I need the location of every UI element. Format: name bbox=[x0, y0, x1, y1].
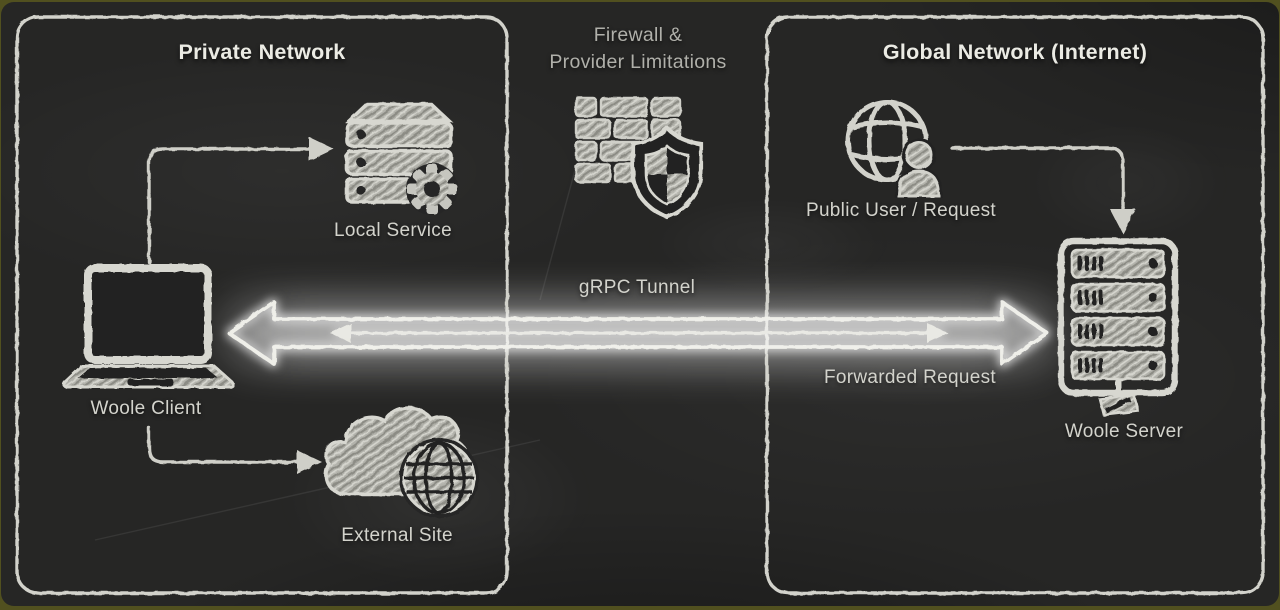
woole-client-label: Woole Client bbox=[90, 398, 202, 419]
shield-icon bbox=[630, 125, 704, 220]
private-network-title: Private Network bbox=[178, 40, 346, 64]
gear-icon bbox=[406, 163, 458, 215]
forwarded-request-label: Forwarded Request bbox=[824, 367, 996, 388]
tunnel-arrowhead-left bbox=[330, 323, 351, 343]
user-to-server-arrow bbox=[950, 146, 1136, 234]
grpc-tunnel-label: gRPC Tunnel bbox=[578, 277, 696, 298]
person-icon bbox=[895, 138, 943, 198]
global-network-title: Global Network (Internet) bbox=[882, 40, 1148, 64]
client-to-external-site-arrow bbox=[147, 426, 322, 474]
firewall-title-line1: Firewall & bbox=[593, 24, 683, 46]
server-rack-icon bbox=[1057, 237, 1179, 417]
firewall-title-line2: Provider Limitations bbox=[549, 51, 727, 73]
server-stack-gear-icon bbox=[344, 102, 458, 215]
tunnel-arrowhead-right bbox=[927, 323, 948, 343]
firewall-shield-icon bbox=[574, 96, 704, 220]
client-to-local-service-arrow bbox=[147, 137, 334, 264]
private-network-box bbox=[15, 15, 509, 595]
local-service-label: Local Service bbox=[334, 220, 452, 241]
firewall-title: Firewall & Provider Limitations bbox=[512, 22, 764, 76]
network-plug-icon bbox=[1098, 379, 1140, 417]
woole-server-label: Woole Server bbox=[1064, 421, 1184, 442]
public-user-label: Public User / Request bbox=[805, 200, 997, 221]
global-network-box bbox=[765, 15, 1265, 595]
tunnel-arrow bbox=[227, 300, 1049, 366]
server-vents bbox=[1078, 256, 1103, 373]
cloud-globe-icon bbox=[324, 406, 479, 518]
laptop-icon bbox=[62, 264, 235, 389]
globe-icon bbox=[402, 441, 476, 515]
globe-user-icon bbox=[845, 99, 943, 198]
external-site-label: External Site bbox=[341, 525, 453, 546]
